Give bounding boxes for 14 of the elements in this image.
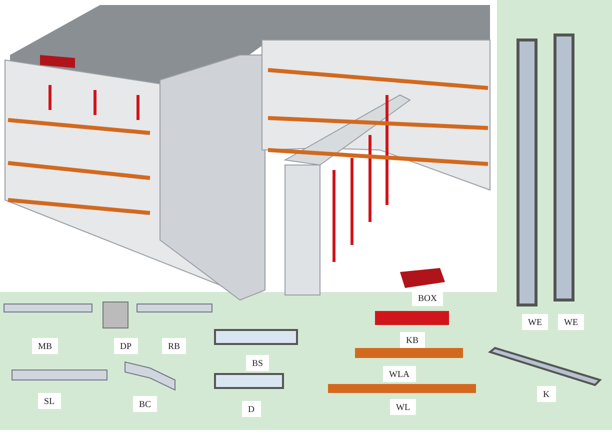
part-label: BOX (412, 290, 444, 306)
part-label: SL (38, 393, 61, 409)
part-label: WE (522, 314, 548, 330)
part-label: BC (133, 396, 158, 412)
part-label: WL (390, 399, 416, 415)
part-label: WLA (383, 366, 416, 382)
part-label: WE (558, 314, 584, 330)
part-label: K (537, 386, 556, 402)
part-label: RB (162, 338, 186, 354)
part-label: MB (32, 338, 58, 354)
part-label: DP (114, 338, 138, 354)
part-label: BS (246, 355, 270, 371)
part-label: KB (400, 332, 425, 348)
part-label: D (242, 401, 260, 417)
